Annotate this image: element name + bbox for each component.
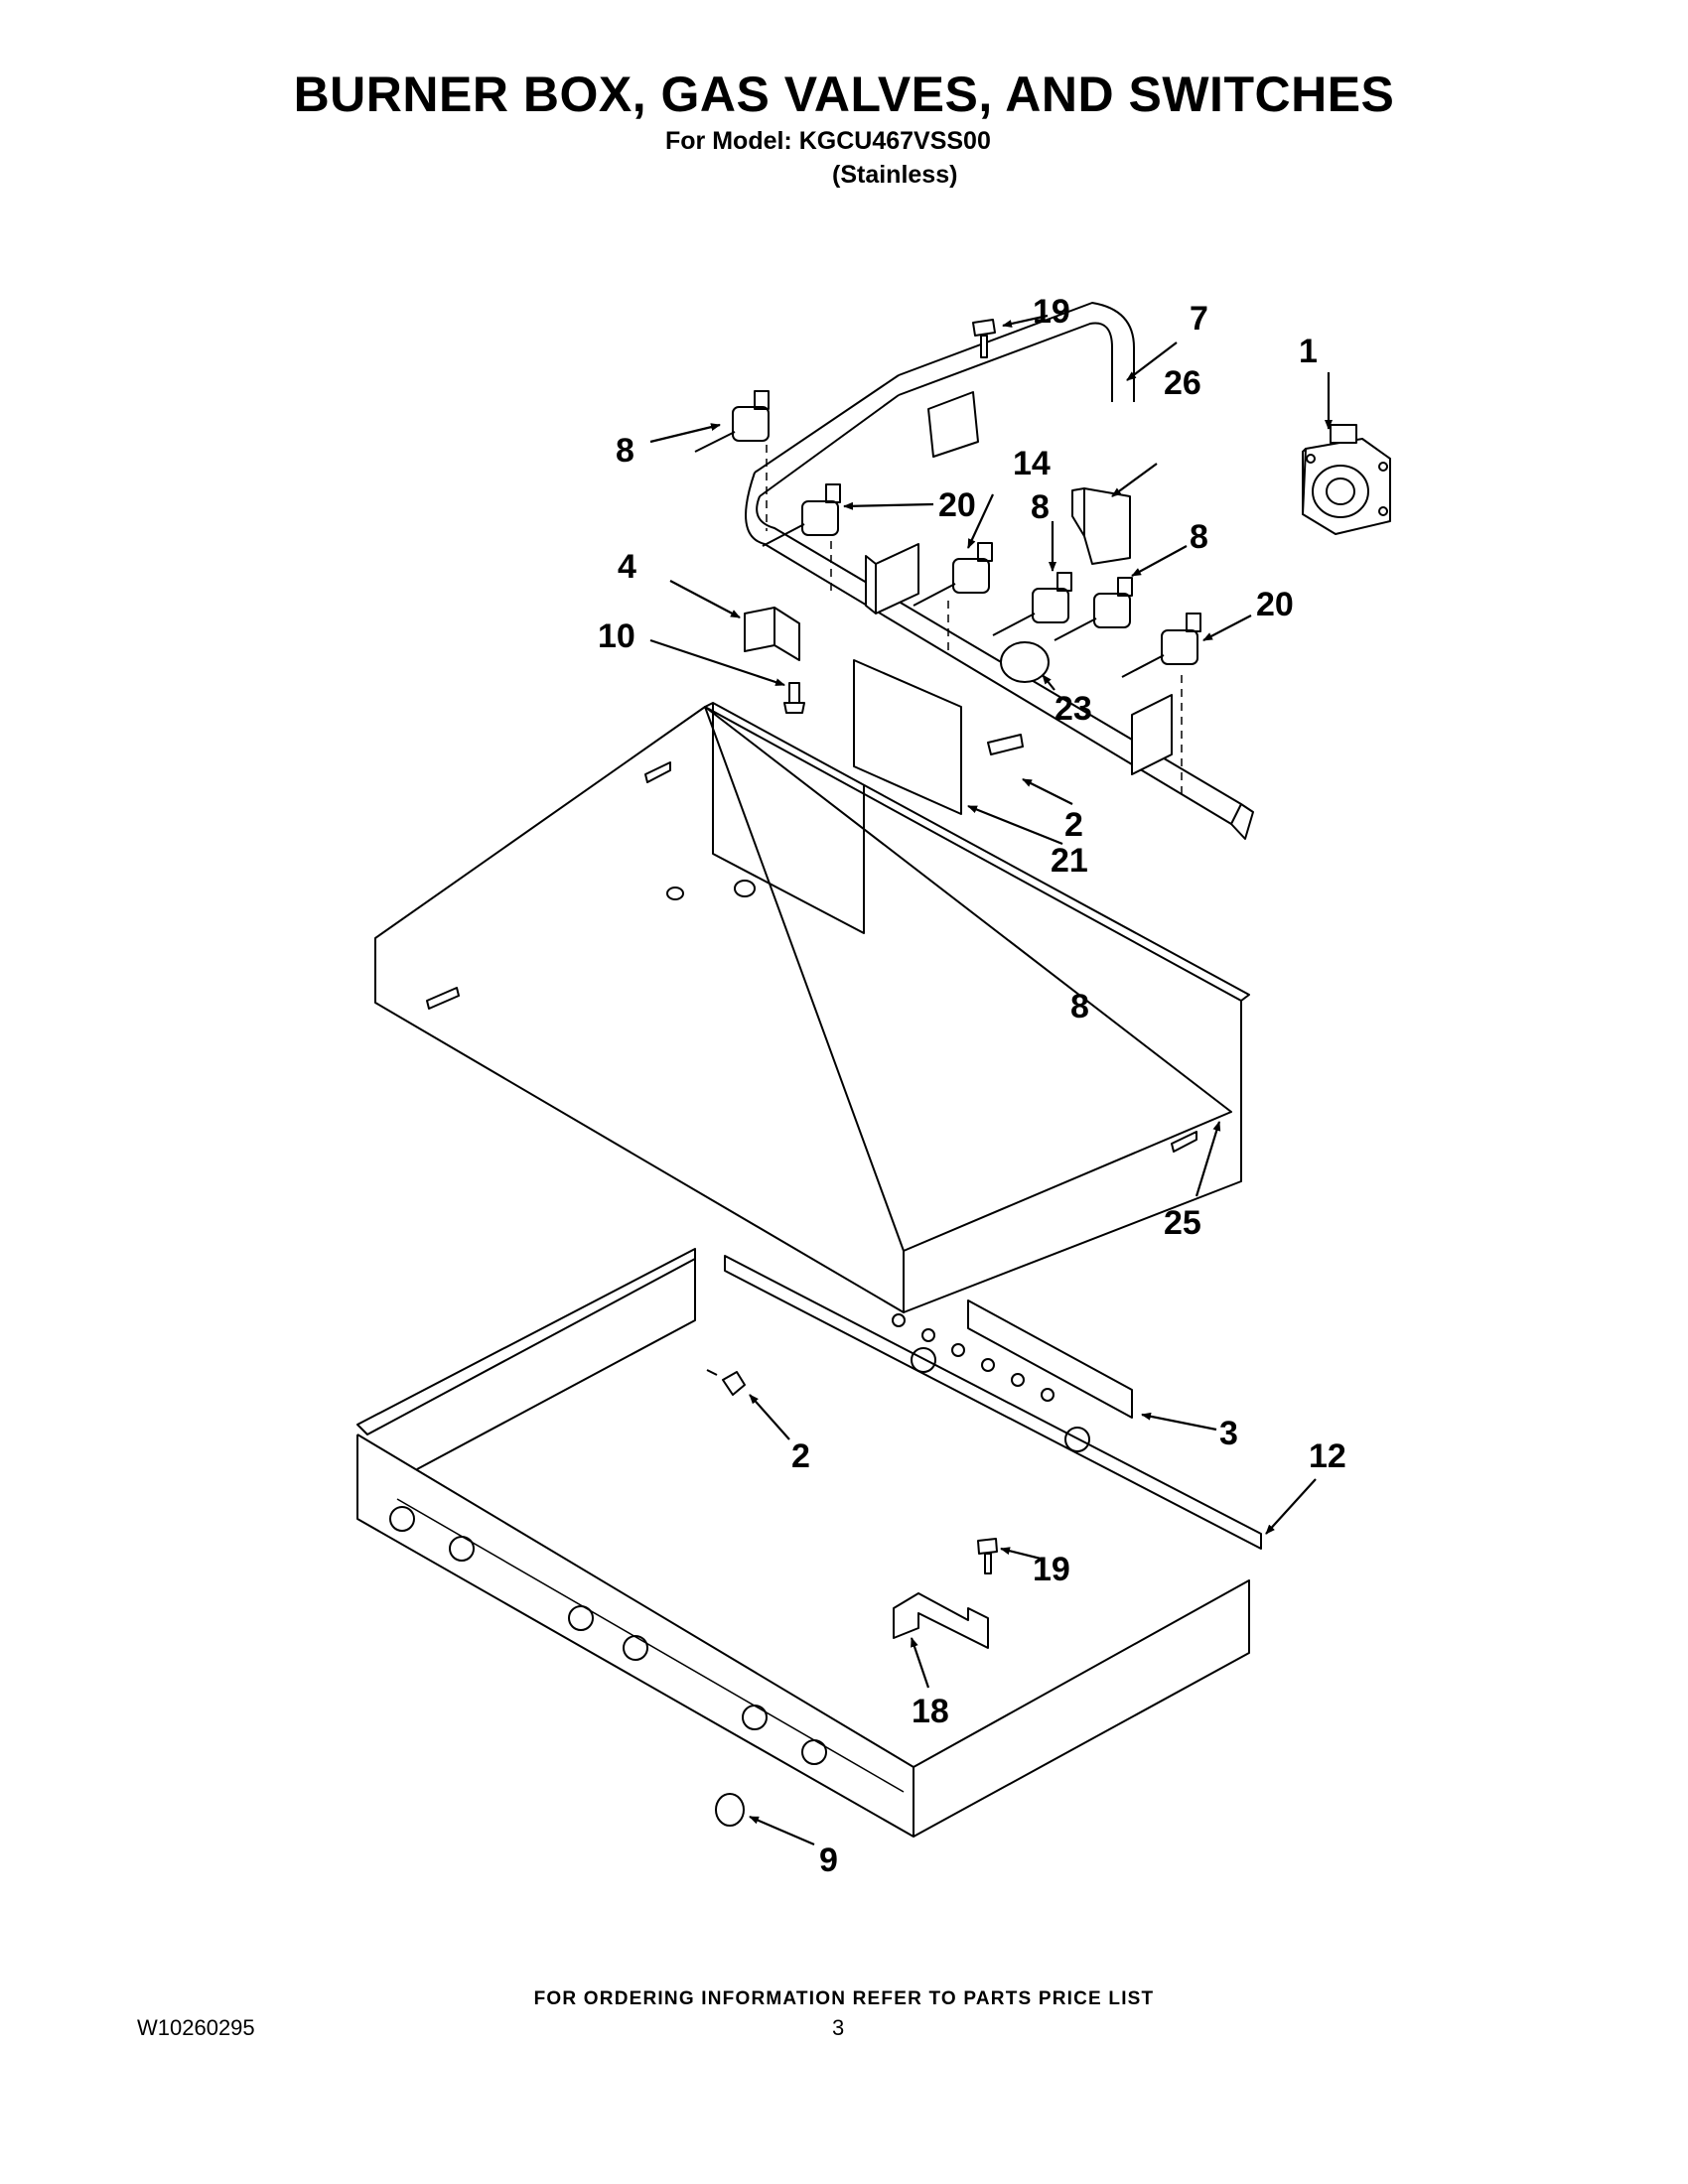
callout-number: 10 <box>598 617 635 655</box>
callout-number: 7 <box>1190 300 1208 338</box>
callout-number: 14 <box>1013 445 1051 482</box>
callout-arrow <box>1000 1547 1042 1561</box>
valve-part <box>992 572 1072 636</box>
callout-arrow <box>1111 463 1158 497</box>
callout-arrow <box>1195 1121 1221 1197</box>
knob-insert <box>715 1793 745 1827</box>
switch-bracket <box>865 543 919 614</box>
callout-arrow <box>649 638 785 687</box>
spacer-disc <box>1000 641 1050 683</box>
callout-arrow <box>910 1637 930 1689</box>
callout-number: 19 <box>1033 293 1070 331</box>
callout-number: 25 <box>1164 1204 1201 1242</box>
callout-arrow <box>1131 545 1188 577</box>
callout-number: 8 <box>616 432 634 470</box>
callout-number: 20 <box>1256 586 1294 623</box>
callout-arrow <box>1022 778 1073 805</box>
callout-arrow <box>749 1394 790 1440</box>
screw-part <box>706 1369 746 1396</box>
callout-number: 8 <box>1190 518 1208 556</box>
callout-arrow <box>1265 1478 1317 1535</box>
callout-number: 9 <box>819 1842 838 1879</box>
callout-number: 3 <box>1219 1415 1238 1452</box>
callout-arrow <box>1141 1412 1217 1432</box>
valve-part <box>1054 577 1133 641</box>
callout-arrow <box>1202 614 1252 641</box>
heat-shield <box>967 1299 1133 1419</box>
callout-arrow <box>967 493 994 549</box>
valve-part <box>1121 613 1201 794</box>
burner-tray <box>356 1248 1262 1838</box>
callout-arrow <box>1042 674 1055 691</box>
callout-arrow <box>649 423 721 444</box>
valve-part <box>694 390 770 531</box>
bracket-part <box>744 607 800 661</box>
page-title: BURNER BOX, GAS VALVES, AND SWITCHES <box>293 67 1395 122</box>
callout-arrow <box>1002 314 1049 328</box>
screw-part <box>987 734 1024 755</box>
callout-number: 19 <box>1033 1551 1070 1588</box>
callout-number: 1 <box>1299 333 1318 370</box>
callout-number: 2 <box>791 1437 810 1475</box>
screw-part <box>972 319 996 358</box>
valve-bracket <box>1131 694 1173 775</box>
callout-arrow <box>843 501 934 510</box>
callout-number: 20 <box>938 486 976 524</box>
valve-part <box>762 483 841 596</box>
callout-number: 18 <box>912 1693 949 1730</box>
model-line: For Model: KGCU467VSS00 <box>665 127 991 155</box>
callout-number: 26 <box>1164 364 1201 402</box>
manifold-pipe <box>745 302 1254 840</box>
callout-number: 4 <box>618 548 636 586</box>
screw-part <box>783 682 805 714</box>
callout-number: 23 <box>1055 690 1092 728</box>
regulator-part <box>1302 424 1391 535</box>
callout-arrow <box>669 580 741 618</box>
callout-number: 12 <box>1309 1437 1346 1475</box>
callout-number: 8 <box>1070 988 1089 1025</box>
callout-number: 21 <box>1051 842 1088 880</box>
bracket-part <box>893 1592 989 1649</box>
callout-arrow <box>1126 341 1178 381</box>
document-number: W10260295 <box>137 2015 255 2040</box>
ordering-note: FOR ORDERING INFORMATION REFER TO PARTS … <box>533 1988 1155 2009</box>
valve-part <box>913 542 993 655</box>
callout-arrow <box>749 1815 815 1846</box>
callout-number: 8 <box>1031 488 1050 526</box>
mounting-bracket <box>1071 487 1131 565</box>
screw-part <box>977 1538 998 1574</box>
model-variant: (Stainless) <box>832 161 958 189</box>
cover-plate <box>853 659 962 815</box>
callout-number: 2 <box>1064 806 1083 844</box>
page-number: 3 <box>832 2015 845 2040</box>
callout-arrow <box>967 804 1063 846</box>
burner-box-shell <box>374 702 1250 1313</box>
